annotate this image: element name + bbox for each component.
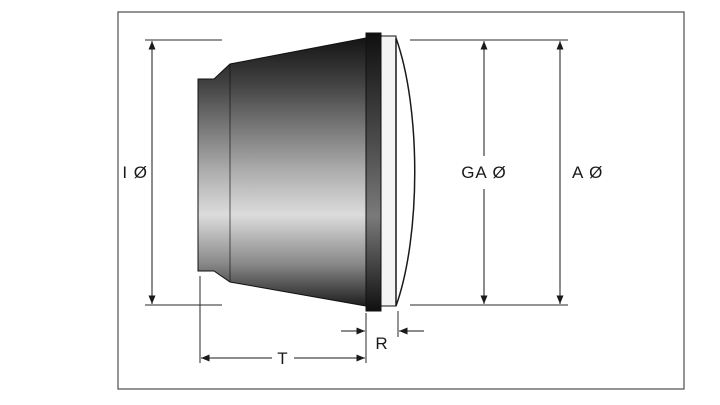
- dimension-t-depth: T: [201, 349, 365, 368]
- dimension-label-a: A Ø: [572, 163, 603, 182]
- extension-lines: [145, 39, 568, 363]
- seal-ring: [380, 35, 397, 307]
- dimension-label-i: I Ø: [122, 163, 148, 182]
- rim-ring: [365, 32, 382, 312]
- dimension-ga-diameter: GA Ø: [461, 41, 507, 304]
- dimension-label-ga: GA Ø: [461, 163, 507, 182]
- housing-body: [197, 37, 367, 307]
- lens: [395, 37, 416, 307]
- dimension-i-diameter: I Ø: [122, 41, 156, 304]
- dimension-r-depth: R: [341, 327, 424, 353]
- dimension-a-diameter: A Ø: [556, 41, 603, 304]
- headlight-insert: [197, 32, 416, 312]
- dimension-label-r: R: [375, 334, 388, 353]
- drawing-frame: [117, 11, 685, 390]
- dimension-label-t: T: [277, 349, 288, 368]
